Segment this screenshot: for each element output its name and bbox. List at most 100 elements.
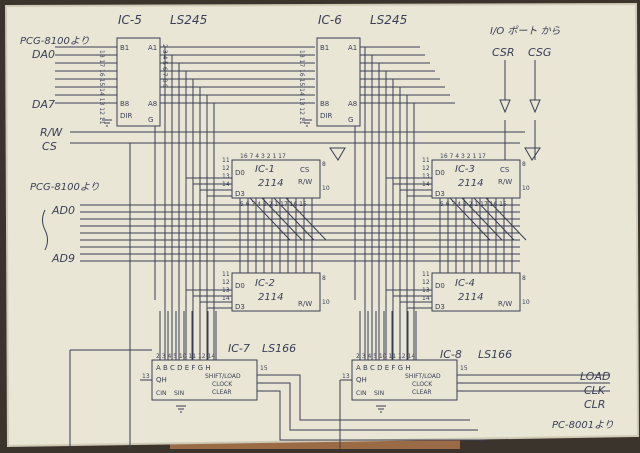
paper-edge: [4, 2, 640, 448]
qh-lines: [69, 349, 352, 449]
ic2-part: 2114: [258, 292, 283, 303]
pcg-mid-label: PCG-8100より: [30, 182, 100, 193]
ic2-d0: D0: [235, 282, 245, 290]
ic6-b8: B8: [320, 100, 329, 108]
ic4-pin10: 10: [522, 299, 530, 306]
csr-label: CSR: [492, 46, 515, 59]
ic3-pin13: 13: [422, 173, 430, 180]
ic1-ic2-address: [239, 198, 313, 273]
ic7-part: LS166: [262, 342, 296, 355]
ic8-top-pins: 2 3 4 5 10 11 12 14: [356, 353, 415, 360]
io-gates: [499, 99, 541, 114]
clr-label: CLR: [584, 398, 605, 411]
ic2-d3: D3: [235, 303, 245, 311]
ic5-b8: B8: [120, 100, 129, 108]
ic3-d0: D0: [435, 169, 445, 177]
ic8-pin15: 15: [460, 365, 468, 372]
load-clk-clr: [457, 374, 610, 392]
ic5-left-pins: 18 17 16 15 14 13 12 11: [98, 50, 105, 125]
csg-label: CSG: [528, 46, 551, 59]
ic4-pin11: 11: [422, 271, 430, 278]
ad0-label: AD0: [51, 204, 75, 217]
ic7-control: [257, 374, 486, 441]
ic8-clear: CLEAR: [412, 389, 432, 396]
ic7-clear: CLEAR: [212, 389, 232, 396]
g-lines: [154, 126, 356, 300]
ic3-rw: R/W: [498, 178, 512, 186]
ic1-body: [231, 159, 321, 199]
ic4-pin13: 13: [422, 287, 430, 294]
da7-label: DA7: [32, 98, 55, 111]
ic3-data-lines: [386, 177, 432, 197]
ic7-clock: CLOCK: [212, 381, 233, 388]
ic3-pin11: 11: [422, 157, 430, 164]
ic8-inputs-label: A B C D E F G H: [356, 364, 411, 372]
ic7-qh: QH: [156, 376, 167, 384]
ic3-pin12: 12: [422, 165, 430, 172]
ic5-a-bus: [160, 46, 315, 104]
ic1-data-lines: [186, 177, 232, 197]
ic2-pin10: 10: [322, 299, 330, 306]
ic1-part: 2114: [258, 178, 283, 189]
ic6-g: G: [348, 116, 353, 124]
ic7-pin13: 13: [142, 373, 150, 380]
ic3-pin14: 14: [422, 181, 430, 188]
ic4-d3: D3: [435, 303, 445, 311]
ic3-d3: D3: [435, 190, 445, 198]
ic7-sin: SIN: [174, 390, 184, 397]
ic3-body: [431, 159, 521, 199]
ic5-part: LS245: [170, 13, 207, 27]
ic3-name: IC-3: [455, 164, 475, 175]
ic4-data-lines: [386, 289, 432, 309]
ic6-name: IC-6: [318, 13, 342, 27]
ic7-name: IC-7: [228, 342, 250, 355]
ic6-body: [316, 37, 361, 127]
ic2-rw: R/W: [298, 300, 312, 308]
ic8-pin13: 13: [342, 373, 350, 380]
grounds: [102, 119, 386, 413]
cs-label: CS: [42, 140, 57, 153]
ic4-d0: D0: [435, 282, 445, 290]
ic6-b1: B1: [320, 44, 329, 52]
ic1-top-pins: 16 7 4 3 2 1 17: [240, 153, 286, 160]
ic7-pin15: 15: [260, 365, 268, 372]
ic6-a1: A1: [348, 44, 357, 52]
ic7-inputs: [159, 311, 217, 360]
load-label: LOAD: [580, 370, 610, 383]
ic8-cin: CIN: [356, 390, 366, 397]
ic7-cin: CIN: [156, 390, 166, 397]
ad-brace: [42, 209, 48, 251]
pc-bottom-label: PC-8001より: [552, 420, 614, 431]
io-port-label: I/O ポート から: [490, 25, 561, 37]
ic1-pin14: 14: [222, 181, 230, 188]
ic2-name: IC-2: [255, 278, 275, 289]
ic2-pin8: 8: [322, 275, 326, 282]
ic2-pin12: 12: [222, 279, 230, 286]
ic5-right-pins: 2 3 4 5 6 7 8 9: [161, 44, 168, 88]
ic7-inputs-label: A B C D E F G H: [156, 364, 211, 372]
ic5-a1: A1: [148, 44, 157, 52]
ic4-rw: R/W: [498, 300, 512, 308]
ic6-dir: DIR: [320, 112, 332, 120]
ic1-pin8: 8: [322, 161, 326, 168]
ic2-body: [231, 272, 321, 312]
ic5-b1: B1: [120, 44, 129, 52]
io-lines: [504, 60, 536, 160]
ic1-rw: R/W: [298, 178, 312, 186]
rw-label: R/W: [40, 126, 63, 139]
ic3-bottom-pins: 5 6 7 4 3 2 1 17 16 15: [440, 201, 507, 208]
ic1-pin13: 13: [222, 173, 230, 180]
ic8-name: IC-8: [440, 348, 462, 361]
ic8-qh: QH: [356, 376, 367, 384]
ic7-shift: SHIFT/LOAD: [205, 373, 241, 380]
ic4-body: [431, 272, 521, 312]
ic3-part: 2114: [458, 178, 483, 189]
ic1-cs: CS: [300, 166, 310, 174]
ic1-d0: D0: [235, 169, 245, 177]
ic3-pin8: 8: [522, 161, 526, 168]
ic8-sin: SIN: [374, 390, 384, 397]
ic8-part: LS166: [478, 348, 512, 361]
ic5-name: IC-5: [118, 13, 142, 27]
ic5-body: [116, 37, 161, 127]
